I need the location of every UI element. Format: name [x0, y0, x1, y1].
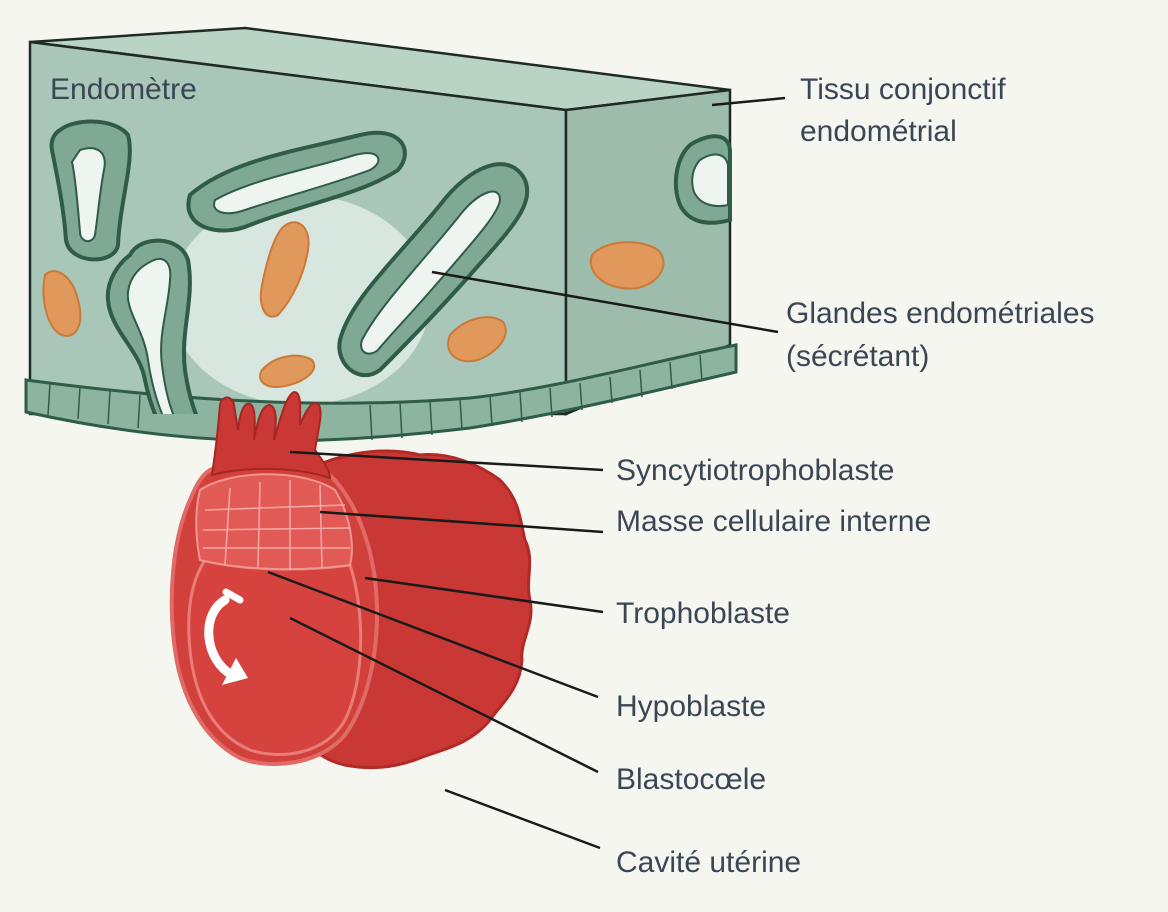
label-glandes-line1: Glandes endométriales	[786, 297, 1095, 330]
stromal-cells	[42, 221, 665, 388]
leader-masse	[319, 510, 604, 534]
blastocyst	[169, 390, 533, 770]
leader-glandes	[431, 270, 779, 334]
inner-cell-mass	[195, 473, 353, 571]
inner-cell-mass-cells	[202, 480, 351, 570]
leader-hypo	[267, 570, 599, 699]
syncytiotrophoblast	[210, 390, 332, 480]
label-glandes-line2: (sécrétant)	[786, 340, 930, 373]
curved-arrow-icon	[204, 588, 248, 685]
label-tissu-line2: endométrial	[800, 115, 957, 148]
leader-lines	[267, 96, 786, 850]
epithelium-cells	[47, 354, 703, 441]
endometrium-block	[24, 26, 738, 443]
label-hypo: Hypoblaste	[616, 690, 767, 723]
label-masse: Masse cellulaire interne	[616, 505, 932, 538]
leader-tissu	[711, 96, 786, 107]
leader-tropho	[364, 576, 604, 614]
leader-blasto	[289, 616, 599, 774]
endometrial-glands	[49, 119, 530, 414]
label-syncytio: Syncytiotrophoblaste	[616, 454, 895, 487]
label-blasto: Blastocœle	[616, 763, 767, 796]
label-cavite: Cavité utérine	[616, 846, 802, 879]
leader-cavite	[444, 788, 601, 850]
label-tropho: Trophoblaste	[616, 597, 790, 630]
leader-syncytio	[289, 450, 604, 472]
label-endometre: Endomètre	[50, 73, 197, 106]
label-tissu-line1: Tissu conjonctif	[800, 73, 1006, 106]
